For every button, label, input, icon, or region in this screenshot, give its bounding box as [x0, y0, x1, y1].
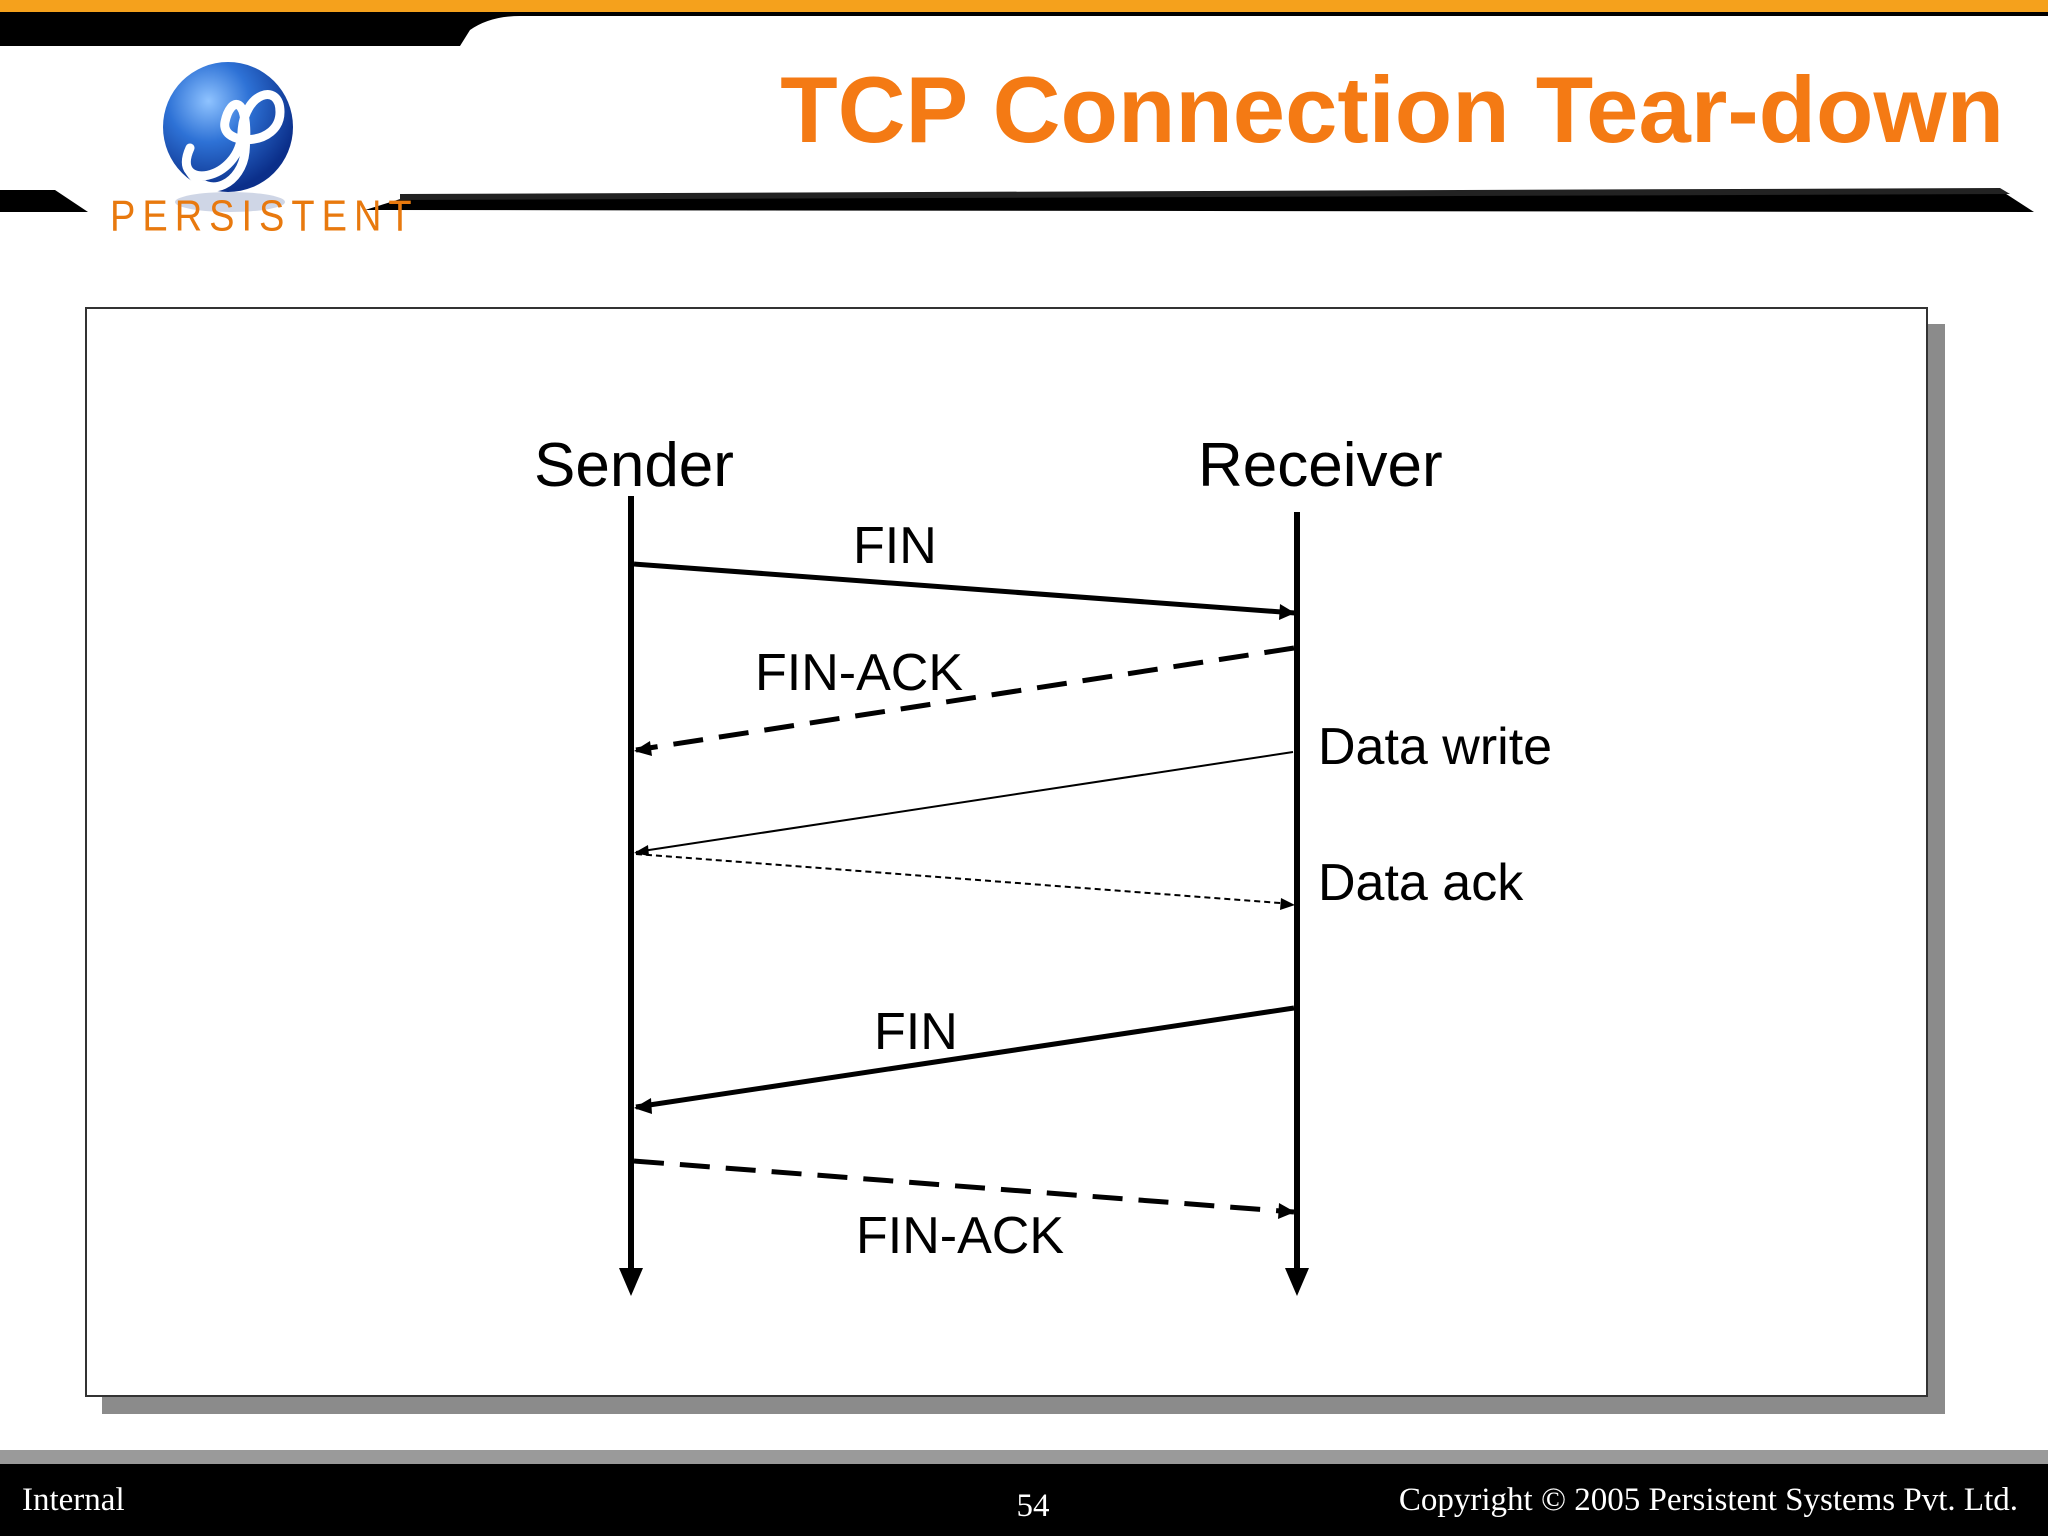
message-fin-1-label: FIN [853, 517, 937, 575]
message-fin-ack-1-arrow [635, 645, 1295, 753]
message-fin-ack-2-label: FIN-ACK [856, 1207, 1064, 1265]
message-fin-2-arrow [635, 1005, 1295, 1110]
sequence-diagram: Sender Receiver FIN FIN-ACK Data write D… [534, 431, 1552, 1296]
diagram-panel [85, 307, 1928, 1397]
message-data-ack-arrowhead [1280, 898, 1295, 910]
message-data-write-label: Data write [1318, 718, 1552, 776]
message-fin-1-arrow [633, 561, 1296, 616]
message-fin-ack-2-arrowhead [1278, 1203, 1295, 1219]
header-decoration [0, 0, 2048, 212]
header-left-black-stub [0, 190, 88, 212]
message-fin-2-label: FIN [874, 1003, 958, 1061]
message-data-write-arrow [635, 751, 1294, 853]
slide-title: TCP Connection Tear-down [780, 57, 2004, 162]
message-fin-ack-1-label: FIN-ACK [755, 644, 963, 702]
footer-classification: Internal [22, 1482, 125, 1518]
receiver-lifeline-arrowhead [1285, 1268, 1309, 1296]
message-data-ack-arrow [635, 853, 1294, 905]
message-data-ack-label: Data ack [1318, 854, 1524, 912]
footer-bar [0, 1464, 2048, 1536]
footer-grey-band [0, 1450, 2048, 1464]
receiver-label: Receiver [1198, 431, 1443, 500]
header-top-black-bar [0, 12, 2048, 46]
sender-lifeline-arrowhead [619, 1268, 643, 1296]
message-fin-ack-1-arrowhead [634, 741, 652, 756]
sender-label: Sender [534, 431, 734, 500]
message-fin-ack-2-arrow [633, 1158, 1295, 1215]
persistent-logo-icon [163, 62, 293, 212]
message-fin-1-arrowhead [1279, 604, 1295, 620]
page-number: 54 [1016, 1488, 1050, 1524]
header-orange-stripe [0, 0, 2048, 12]
footer-copyright: Copyright © 2005 Persistent Systems Pvt.… [1398, 1482, 2018, 1518]
message-fin-2-arrowhead [634, 1098, 652, 1114]
